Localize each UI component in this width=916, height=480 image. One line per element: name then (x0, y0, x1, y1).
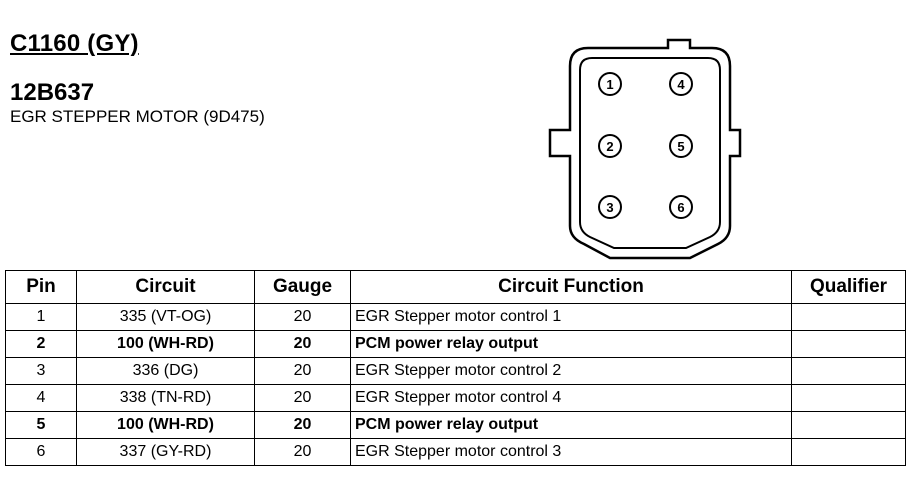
pin-marker-4: 4 (669, 72, 693, 96)
cell-qualifier (791, 411, 906, 439)
column-header-pin: Pin (5, 270, 77, 304)
cell-gauge: 20 (254, 303, 351, 331)
cell-circuit-function: EGR Stepper motor control 2 (350, 357, 792, 385)
pin-label-6: 6 (677, 200, 684, 215)
component-name: EGR STEPPER MOTOR (9D475) (10, 107, 265, 126)
connector-face-diagram: 1 4 2 5 3 6 (548, 38, 742, 260)
pin-marker-3: 3 (598, 195, 622, 219)
pinout-table: Pin Circuit Gauge Circuit Function Quali… (5, 270, 906, 466)
cell-pin: 2 (5, 330, 77, 358)
cell-gauge: 20 (254, 384, 351, 412)
pin-marker-2: 2 (598, 134, 622, 158)
cell-pin: 3 (5, 357, 77, 385)
cell-qualifier (791, 303, 906, 331)
connector-inner-shell (579, 57, 721, 249)
cell-qualifier (791, 330, 906, 358)
table-row: 4 338 (TN-RD) 20 EGR Stepper motor contr… (5, 384, 906, 412)
cell-gauge: 20 (254, 330, 351, 358)
pin-label-4: 4 (677, 77, 685, 92)
column-header-circuit-function: Circuit Function (350, 270, 792, 304)
table-row: 5 100 (WH-RD) 20 PCM power relay output (5, 411, 906, 439)
cell-qualifier (791, 384, 906, 412)
cell-circuit: 338 (TN-RD) (76, 384, 255, 412)
connector-id: C1160 (GY) (10, 30, 139, 57)
cell-qualifier (791, 357, 906, 385)
table-row: 6 337 (GY-RD) 20 EGR Stepper motor contr… (5, 438, 906, 466)
cell-gauge: 20 (254, 438, 351, 466)
connector-outer-shell (548, 38, 742, 260)
pin-label-3: 3 (606, 200, 613, 215)
cell-circuit: 100 (WH-RD) (76, 411, 255, 439)
table-row: 2 100 (WH-RD) 20 PCM power relay output (5, 330, 906, 358)
cell-circuit-function: PCM power relay output (350, 330, 792, 358)
cell-pin: 1 (5, 303, 77, 331)
pin-marker-6: 6 (669, 195, 693, 219)
pin-label-2: 2 (606, 139, 613, 154)
connector-header: C1160 (GY) 12B637 EGR STEPPER MOTOR (9D4… (10, 30, 265, 128)
pin-marker-5: 5 (669, 134, 693, 158)
cell-circuit-function: PCM power relay output (350, 411, 792, 439)
pin-label-5: 5 (677, 139, 684, 154)
cell-circuit-function: EGR Stepper motor control 1 (350, 303, 792, 331)
cell-circuit-function: EGR Stepper motor control 4 (350, 384, 792, 412)
cell-circuit: 335 (VT-OG) (76, 303, 255, 331)
column-header-gauge: Gauge (254, 270, 351, 304)
cell-pin: 5 (5, 411, 77, 439)
cell-pin: 4 (5, 384, 77, 412)
cell-pin: 6 (5, 438, 77, 466)
column-header-circuit: Circuit (76, 270, 255, 304)
pin-marker-1: 1 (598, 72, 622, 96)
part-number: 12B637 (10, 79, 95, 106)
cell-circuit: 100 (WH-RD) (76, 330, 255, 358)
table-row: 1 335 (VT-OG) 20 EGR Stepper motor contr… (5, 303, 906, 331)
table-row: 3 336 (DG) 20 EGR Stepper motor control … (5, 357, 906, 385)
table-header-row: Pin Circuit Gauge Circuit Function Quali… (5, 270, 906, 304)
column-header-qualifier: Qualifier (791, 270, 906, 304)
cell-gauge: 20 (254, 411, 351, 439)
pin-label-1: 1 (606, 77, 613, 92)
cell-circuit: 336 (DG) (76, 357, 255, 385)
cell-gauge: 20 (254, 357, 351, 385)
cell-qualifier (791, 438, 906, 466)
cell-circuit: 337 (GY-RD) (76, 438, 255, 466)
cell-circuit-function: EGR Stepper motor control 3 (350, 438, 792, 466)
